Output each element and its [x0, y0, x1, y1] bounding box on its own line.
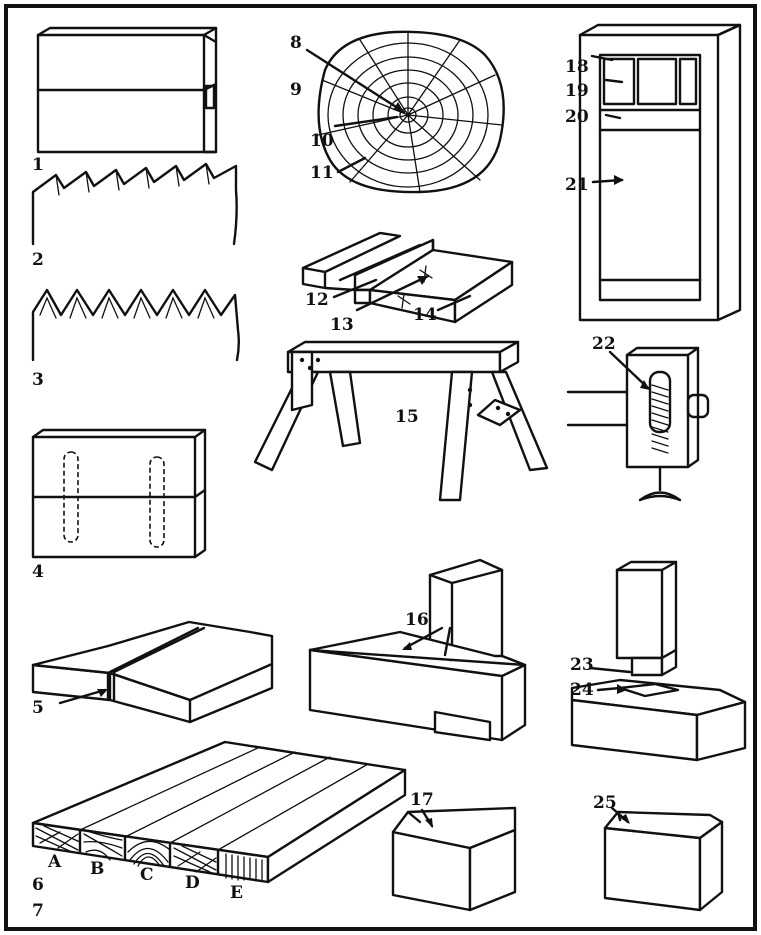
fig-3-crosscut-saw-teeth [31, 288, 240, 362]
label-A: A [47, 852, 62, 872]
fig-16-half-lap-joint [308, 558, 527, 742]
label-11: 11 [310, 163, 334, 183]
label-21: 21 [565, 175, 589, 195]
fig-4-dowel-joint [31, 428, 207, 559]
fig-2-rip-saw-teeth [31, 162, 238, 246]
label-13: 13 [330, 315, 354, 335]
label-17: 17 [410, 790, 434, 810]
label-19: 19 [565, 81, 589, 101]
label-B: B [90, 859, 104, 879]
label-3: 3 [32, 370, 44, 390]
label-5: 5 [32, 698, 44, 718]
label-22: 22 [592, 334, 616, 354]
fig-23-24-mortise-and-tenon [570, 560, 747, 762]
label-E: E [230, 883, 243, 903]
label-2: 2 [32, 250, 44, 270]
fig-15-sawhorse [253, 340, 549, 502]
label-16: 16 [405, 610, 429, 630]
label-C: C [140, 865, 154, 885]
label-7: 7 [32, 901, 44, 921]
label-23: 23 [570, 655, 594, 675]
label-8: 8 [290, 33, 302, 53]
label-20: 20 [565, 107, 589, 127]
label-6: 6 [32, 875, 44, 895]
label-24: 24 [570, 680, 594, 700]
fig-22-clamp [566, 346, 710, 502]
label-9: 9 [290, 80, 302, 100]
fig-5-edge-joint-boards [31, 620, 274, 724]
plate-border [4, 4, 757, 931]
fig-17-chamfered-block [391, 806, 517, 912]
fig-18-21-panel-door [578, 23, 742, 322]
label-1: 1 [32, 155, 44, 175]
fig-8-11-log-cross-section [305, 30, 505, 194]
label-10: 10 [310, 131, 334, 151]
label-25: 25 [593, 793, 617, 813]
label-12: 12 [305, 290, 329, 310]
label-14: 14 [413, 305, 437, 325]
fig-12-14-grooved-board [301, 231, 514, 324]
label-15: 15 [395, 407, 419, 427]
fig-1-block-with-end-mortise [36, 26, 218, 154]
figure-labels: 1 2 3 4 5 6 7 8 9 10 11 12 13 14 15 16 1… [32, 33, 617, 921]
label-4: 4 [32, 562, 44, 582]
label-D: D [185, 873, 200, 893]
label-18: 18 [565, 57, 589, 77]
fig-6-7-grain-boards [31, 740, 407, 884]
fig-25-beveled-block [603, 806, 724, 912]
